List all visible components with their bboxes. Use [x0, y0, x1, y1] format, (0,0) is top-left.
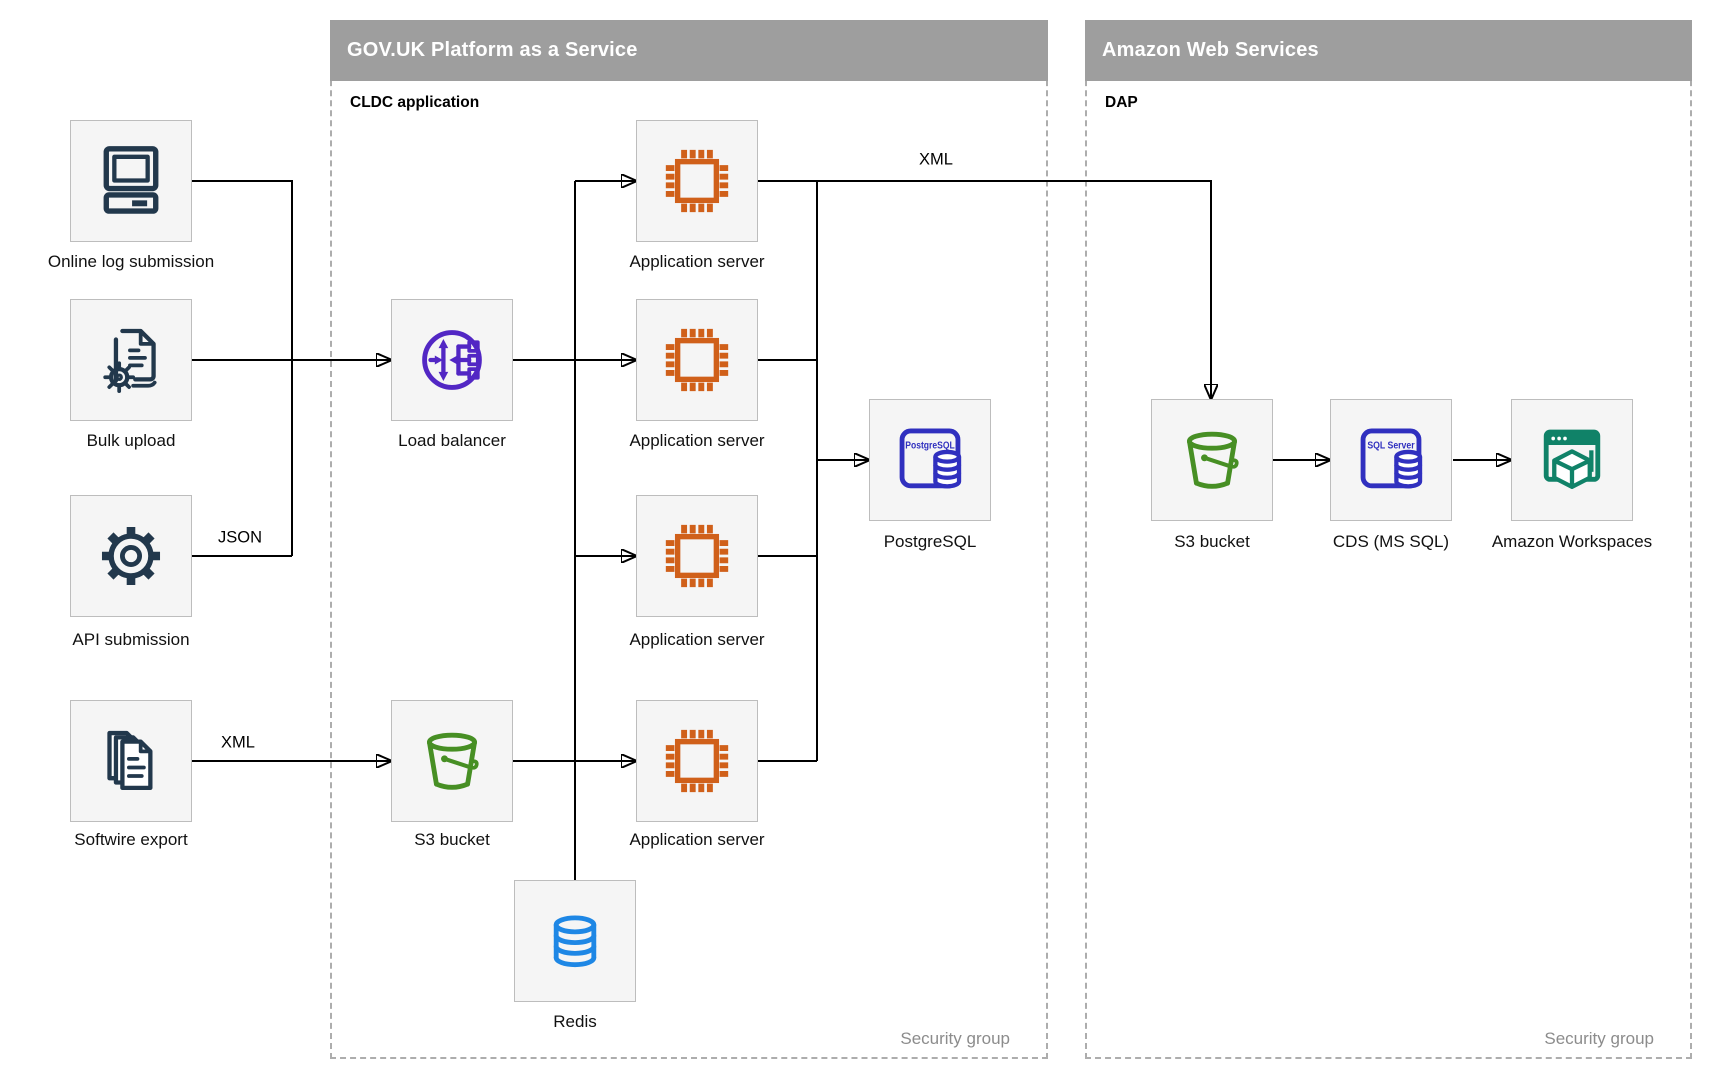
gear-icon	[101, 526, 161, 586]
sql-server-icon-text: SQL Server	[1367, 441, 1415, 452]
node-s3-bucket-aws	[1151, 399, 1273, 521]
s3-bucket-aws-label: S3 bucket	[1174, 532, 1250, 551]
govuk-paas-title: GOV.UK Platform as a Service	[347, 39, 638, 61]
node-app-server-3	[636, 495, 758, 617]
govuk-paas-container: GOV.UK Platform as a Service CLDC applic…	[330, 20, 1048, 1059]
node-bulk-upload	[70, 299, 192, 421]
bucket-icon	[1187, 431, 1239, 489]
redis-label: Redis	[553, 1012, 597, 1031]
node-amazon-workspaces	[1511, 399, 1633, 521]
node-online-log-submission	[70, 120, 192, 242]
postgresql-label: PostgreSQL	[883, 532, 977, 551]
workspaces-browser-icon	[1543, 429, 1601, 490]
bulk-upload-label: Bulk upload	[86, 431, 176, 450]
chip-icon	[665, 729, 729, 793]
load-balancer-label: Load balancer	[398, 431, 506, 450]
node-app-server-2	[636, 299, 758, 421]
node-s3-bucket-govuk	[391, 700, 513, 822]
node-redis	[514, 880, 636, 1002]
node-app-server-1	[636, 120, 758, 242]
s3-bucket-govuk-label: S3 bucket	[414, 830, 490, 849]
node-softwire-export	[70, 700, 192, 822]
node-cds-mssql: SQL Server	[1330, 399, 1452, 521]
node-postgresql: PostgreSQL	[869, 399, 991, 521]
node-app-server-4	[636, 700, 758, 822]
softwire-export-label: Softwire export	[74, 830, 188, 849]
node-api-submission	[70, 495, 192, 617]
cds-mssql-label: CDS (MS SQL)	[1332, 532, 1450, 551]
govuk-security-group-label: Security group	[900, 1029, 1010, 1048]
sql-server-database-icon: SQL Server	[1360, 428, 1423, 489]
app-server-2-label: Application server	[629, 431, 765, 450]
govuk-paas-header: GOV.UK Platform as a Service	[330, 20, 1048, 81]
edge-label-xml-softwire: XML	[221, 733, 255, 752]
aws-security-group-label: Security group	[1544, 1029, 1654, 1048]
aws-container: Amazon Web Services DAP Security group	[1085, 20, 1692, 1059]
computer-icon	[103, 146, 159, 214]
app-server-3-label: Application server	[629, 630, 765, 649]
postgresql-icon-text: PostgreSQL	[905, 441, 955, 452]
bucket-icon	[427, 732, 479, 790]
edge-online-log-to-junction	[192, 180, 293, 556]
load-balancer-icon	[422, 330, 482, 390]
app-server-4-label: Application server	[629, 830, 765, 849]
node-load-balancer	[391, 299, 513, 421]
amazon-workspaces-label: Amazon Workspaces	[1491, 532, 1653, 551]
document-stack-icon	[107, 730, 153, 791]
dap-label: DAP	[1105, 94, 1138, 111]
chip-icon	[665, 149, 729, 213]
app-server-1-label: Application server	[629, 252, 765, 271]
edge-label-xml-to-dap: XML	[919, 150, 953, 169]
database-cylinder-icon	[553, 915, 597, 968]
online-log-submission-label: Online log submission	[47, 252, 215, 271]
aws-header: Amazon Web Services	[1085, 20, 1692, 81]
document-gear-icon	[103, 328, 157, 394]
postgresql-database-icon: PostgreSQL	[899, 428, 962, 489]
api-submission-label: API submission	[72, 630, 190, 649]
chip-icon	[665, 524, 729, 588]
chip-icon	[665, 328, 729, 392]
edge-label-json: JSON	[217, 528, 263, 547]
aws-title: Amazon Web Services	[1102, 39, 1319, 61]
cldc-application-label: CLDC application	[350, 94, 480, 111]
